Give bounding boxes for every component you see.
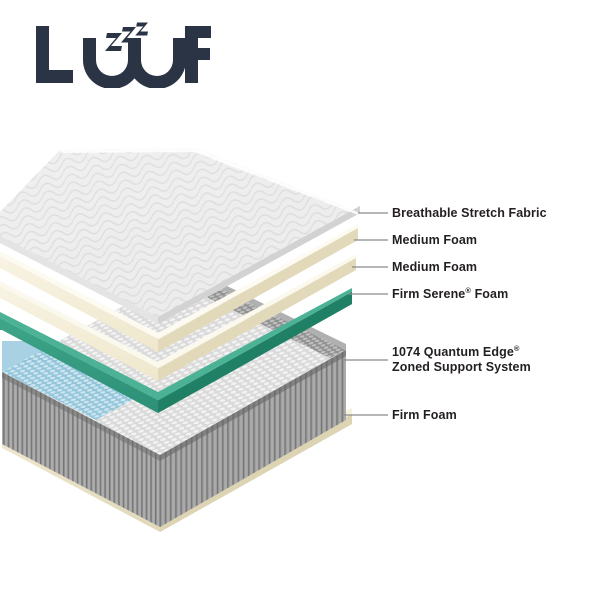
label-medium-foam-2: Medium Foam (392, 260, 478, 274)
label-quantum-edge-zoned-support-system: 1074 Quantum Edge® Zoned Support System (392, 343, 531, 374)
layer-medium-foam-upper (0, 224, 358, 352)
registered-mark-serene: ® (465, 285, 471, 295)
label-medium-foam-1: Medium Foam (392, 233, 478, 247)
layer-firm-serene-foam (0, 288, 352, 413)
label-firm-foam: Firm Foam (392, 408, 457, 422)
luuf-logo (33, 22, 213, 88)
registered-mark-quantum: ® (513, 343, 520, 353)
luuf-wordmark-icon (36, 22, 211, 88)
leader-lines (342, 212, 388, 416)
label-firm-serene-foam: Firm Serene® Foam (392, 285, 509, 301)
layer-breathable-stretch-fabric (0, 148, 360, 324)
label-breathable-stretch-fabric: Breathable Stretch Fabric (392, 206, 547, 220)
layer-medium-foam-lower (0, 254, 356, 381)
zzz-sleep-icon (105, 22, 148, 51)
